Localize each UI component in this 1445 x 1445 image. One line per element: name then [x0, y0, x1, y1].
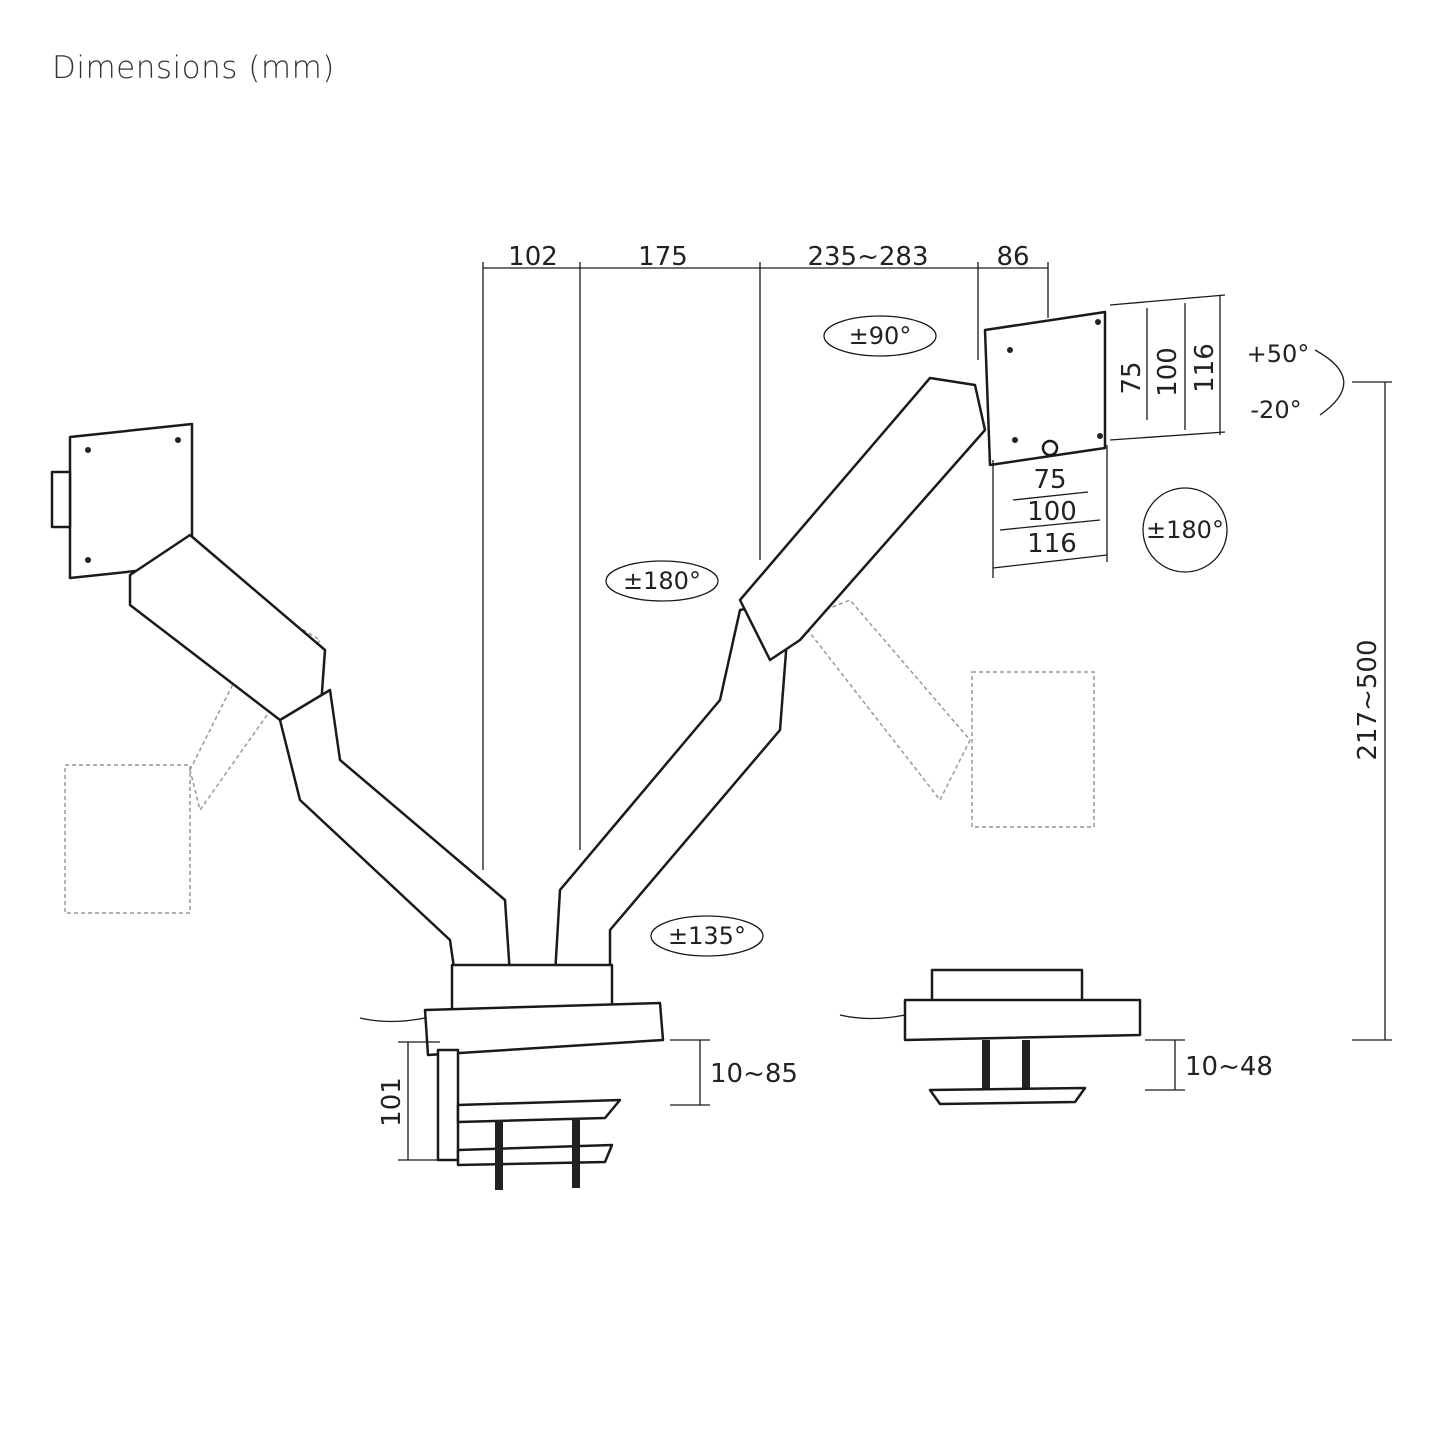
clamp-desk-range: 10~85 [710, 1059, 798, 1089]
rotation-swivel-base: ±135° [668, 922, 746, 950]
dim-235-283: 235~283 [807, 242, 928, 272]
rotation-right: ±180° [1146, 516, 1224, 544]
tilt-arrow-icon [1314, 349, 1345, 416]
vesa-h-100: 100 [1027, 497, 1077, 527]
clamp-height: 101 [377, 1077, 407, 1127]
grommet-dimension-lines [1145, 1039, 1185, 1091]
top-dimension-lines [482, 262, 1049, 870]
right-arm [553, 376, 987, 977]
swivel-top-arrow-icon [823, 315, 937, 357]
grommet-base [839, 968, 1142, 1106]
right-monitor-plate [983, 310, 1107, 467]
vesa-v-116: 116 [1190, 343, 1220, 393]
rotation-swivel-top: ±90° [849, 322, 912, 350]
vesa-vertical-lines [1109, 294, 1226, 441]
dim-175: 175 [638, 242, 688, 272]
left-monitor-plate [50, 422, 194, 580]
vesa-horizontal-lines [992, 445, 1108, 578]
diagram-title: Dimensions (mm) [52, 50, 335, 86]
tilt-up: +50° [1247, 340, 1310, 368]
swivel-mid-arrow-icon [605, 560, 719, 602]
dim-86: 86 [996, 242, 1029, 272]
rotate-arrow-icon [1142, 487, 1228, 573]
dim-102: 102 [508, 242, 558, 272]
vesa-v-75: 75 [1117, 361, 1147, 394]
clamp-dimension-lines [398, 1039, 710, 1161]
left-arm [128, 533, 512, 977]
vesa-h-75: 75 [1033, 465, 1066, 495]
vesa-h-116: 116 [1027, 529, 1077, 559]
grommet-desk-range: 10~48 [1185, 1052, 1273, 1082]
clamp-base [359, 963, 665, 1190]
rotation-swivel-mid: ±180° [623, 567, 701, 595]
height-range: 217~500 [1353, 639, 1383, 760]
ghost-arm-right [798, 599, 1095, 828]
tilt-down: -20° [1250, 396, 1301, 424]
height-dimension-line [1352, 381, 1392, 1041]
vesa-v-100: 100 [1153, 347, 1183, 397]
swivel-base-arrow-icon [650, 915, 764, 957]
